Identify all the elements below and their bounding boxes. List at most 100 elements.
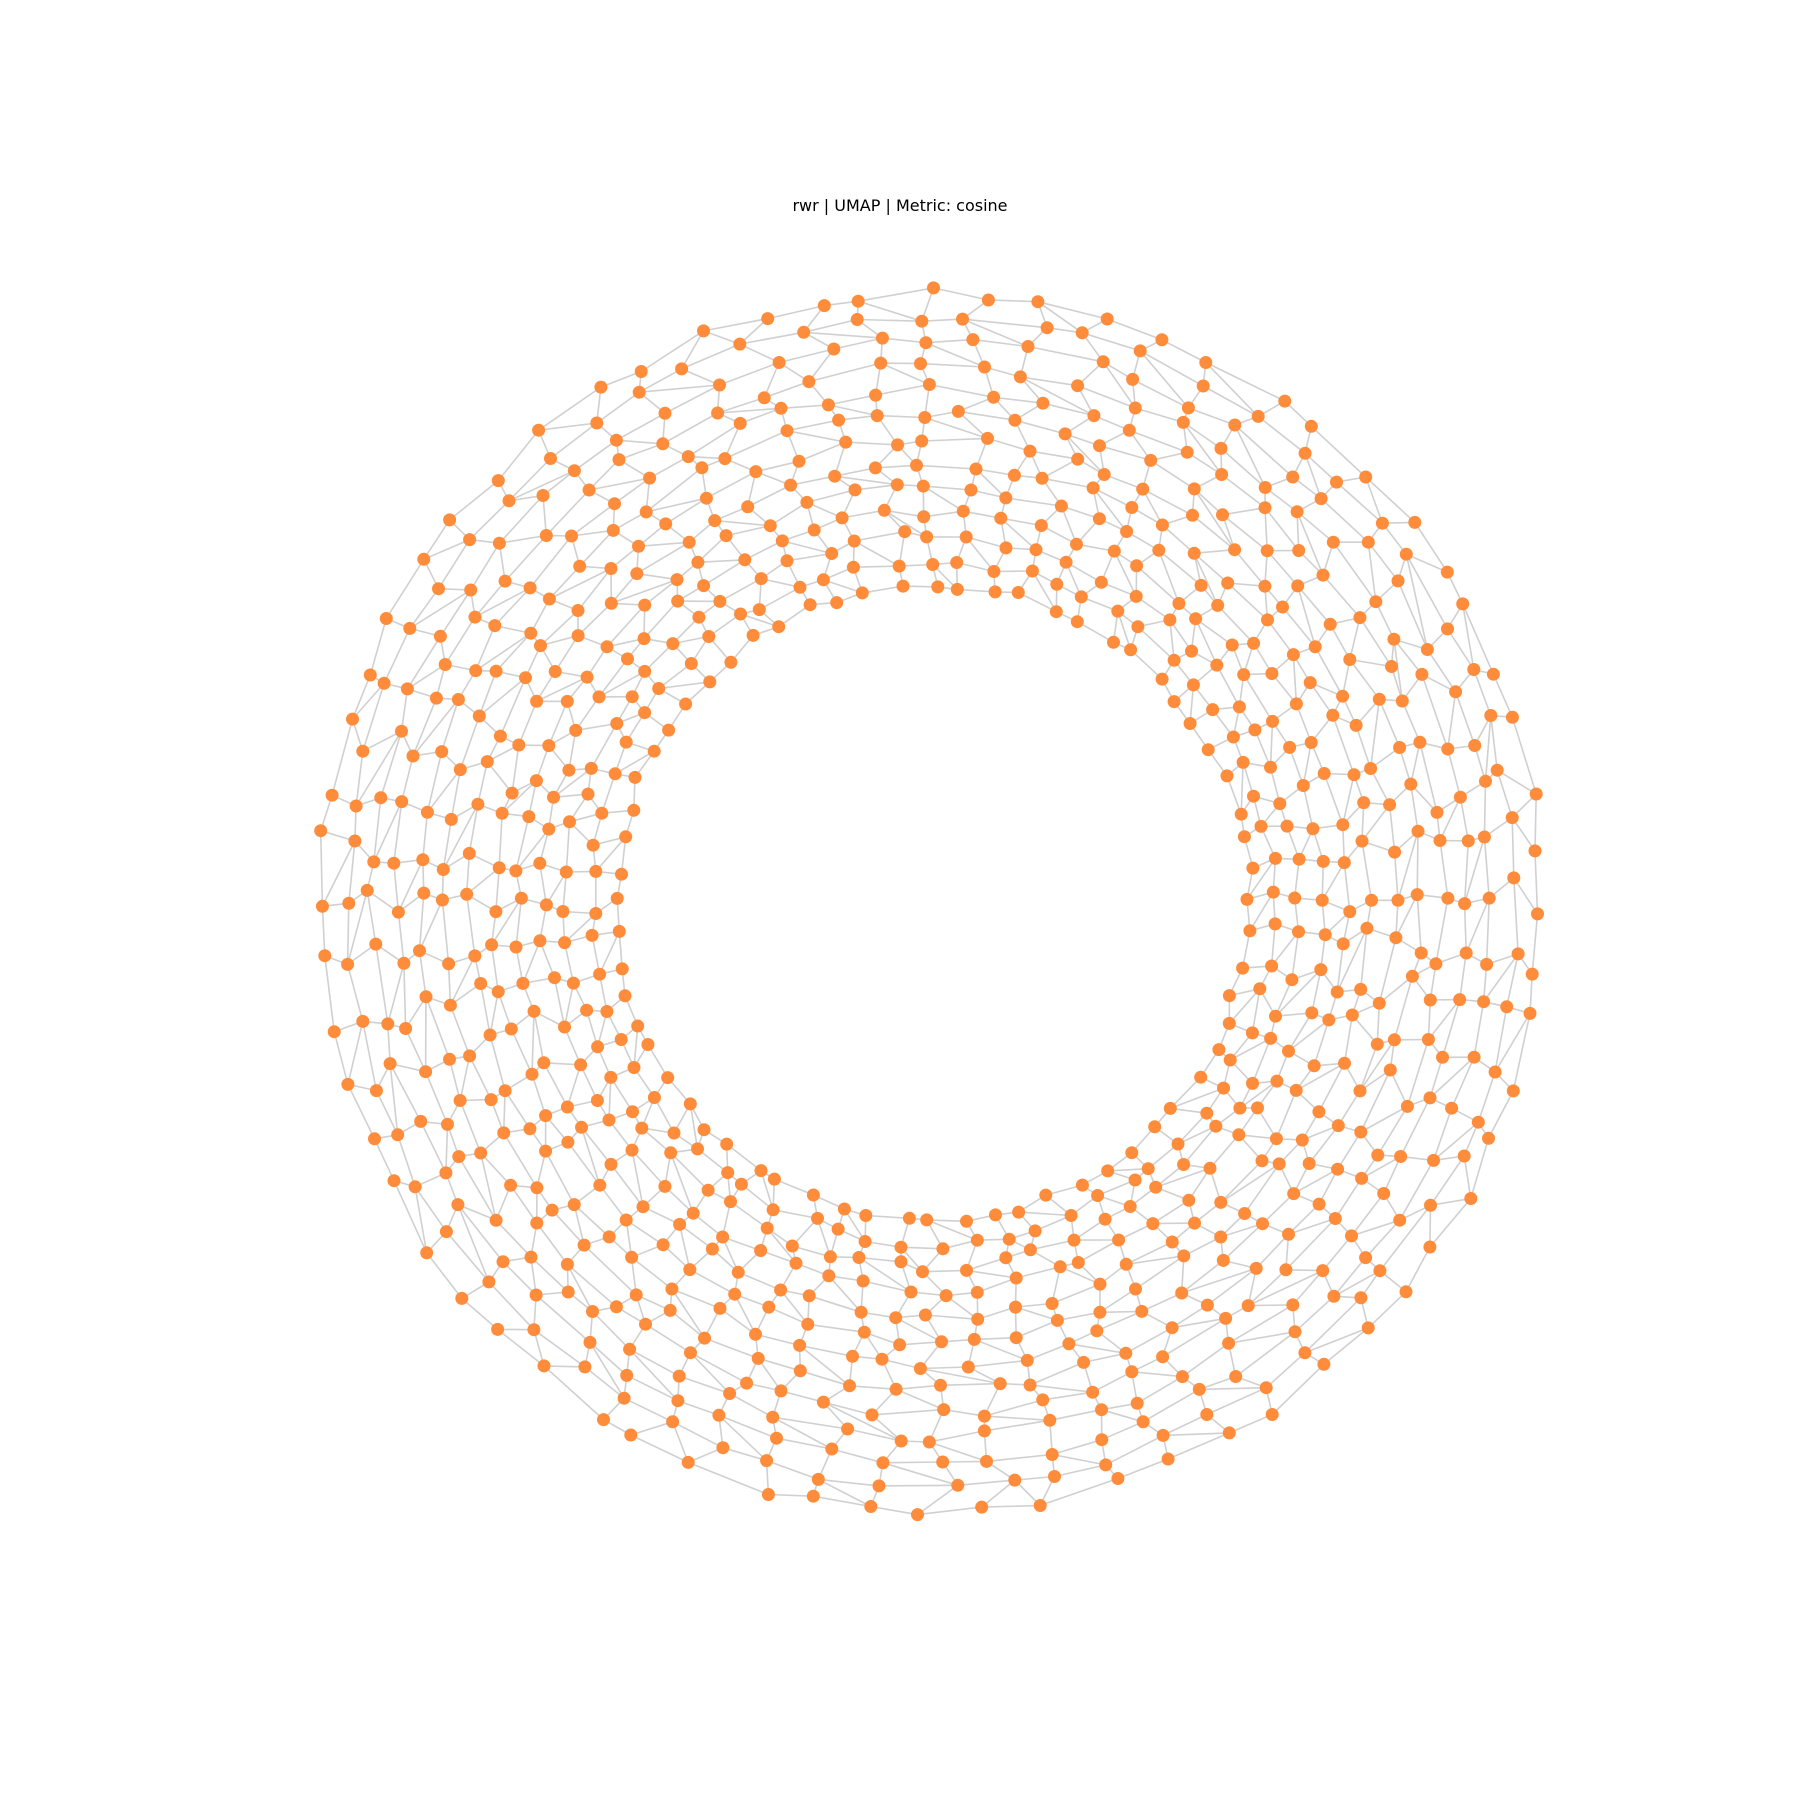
graph-node bbox=[1429, 957, 1443, 971]
graph-node bbox=[1023, 444, 1037, 458]
edge bbox=[331, 718, 354, 796]
graph-node bbox=[1226, 730, 1240, 744]
edge bbox=[1000, 517, 1037, 551]
edge bbox=[1367, 1291, 1407, 1329]
edge bbox=[1051, 1438, 1103, 1456]
graph-node bbox=[627, 1061, 641, 1074]
edge bbox=[1039, 1477, 1119, 1507]
graph-node bbox=[1265, 1408, 1279, 1421]
graph-node bbox=[1388, 845, 1402, 859]
graph-node bbox=[1185, 644, 1198, 658]
graph-node bbox=[766, 1203, 780, 1217]
graph-node bbox=[1260, 544, 1274, 558]
graph-node bbox=[533, 856, 547, 870]
edge bbox=[884, 509, 924, 518]
edge bbox=[1463, 1155, 1472, 1199]
graph-node bbox=[1029, 543, 1043, 557]
edge bbox=[346, 903, 350, 965]
edge bbox=[690, 1351, 747, 1384]
graph-node bbox=[1176, 415, 1190, 429]
edge bbox=[1041, 458, 1079, 480]
edge bbox=[1429, 1155, 1465, 1206]
graph-node bbox=[1330, 985, 1344, 999]
graph-node bbox=[1058, 427, 1072, 441]
graph-node bbox=[1266, 885, 1280, 899]
edge bbox=[1496, 769, 1513, 818]
graph-node bbox=[1268, 851, 1282, 865]
edge bbox=[1034, 1214, 1072, 1232]
edge bbox=[355, 730, 403, 807]
graph-node bbox=[988, 585, 1002, 599]
graph-node bbox=[762, 1300, 776, 1314]
edge bbox=[1117, 1458, 1169, 1480]
graph-node bbox=[1086, 481, 1100, 495]
graph-node bbox=[604, 596, 618, 610]
graph-node bbox=[1240, 892, 1254, 906]
edge bbox=[1169, 1076, 1202, 1109]
edge bbox=[717, 397, 765, 414]
edge bbox=[772, 1416, 848, 1430]
edge bbox=[563, 1026, 582, 1066]
graph-node bbox=[918, 411, 932, 424]
graph-node bbox=[915, 314, 929, 328]
graph-node bbox=[761, 1488, 775, 1501]
graph-node bbox=[1467, 1050, 1481, 1064]
graph-node bbox=[780, 554, 794, 568]
edge bbox=[808, 1295, 862, 1313]
edge bbox=[798, 441, 847, 463]
edge bbox=[1158, 549, 1202, 587]
edge bbox=[1429, 1056, 1475, 1099]
graph-node bbox=[1155, 672, 1169, 686]
graph-node bbox=[1247, 636, 1261, 650]
graph-node bbox=[1077, 1355, 1091, 1369]
edge bbox=[1163, 1432, 1230, 1437]
graph-node bbox=[1141, 1162, 1155, 1176]
edge bbox=[599, 1184, 627, 1221]
edge bbox=[1492, 673, 1514, 718]
graph-node bbox=[807, 523, 821, 537]
graph-node bbox=[1222, 989, 1236, 1003]
graph-node bbox=[495, 806, 509, 820]
graph-node bbox=[1318, 928, 1332, 942]
edge bbox=[1335, 481, 1383, 524]
edge bbox=[1447, 691, 1457, 750]
graph-node bbox=[1206, 703, 1220, 717]
edge bbox=[1419, 742, 1438, 813]
edge bbox=[1308, 1125, 1339, 1164]
edge bbox=[895, 1316, 942, 1343]
edge bbox=[988, 299, 1038, 303]
graph-node bbox=[563, 815, 576, 829]
graph-node bbox=[793, 580, 807, 594]
edge bbox=[563, 942, 575, 984]
edge bbox=[1064, 433, 1105, 476]
graph-node bbox=[1095, 1403, 1108, 1417]
graph-node bbox=[719, 529, 733, 543]
graph-node bbox=[851, 294, 865, 308]
graph-node bbox=[417, 552, 431, 566]
edge bbox=[1041, 477, 1094, 489]
edge bbox=[539, 863, 548, 906]
graph-node bbox=[673, 1217, 687, 1231]
edge bbox=[1435, 898, 1449, 964]
graph-node bbox=[1133, 344, 1147, 358]
graph-node bbox=[848, 483, 862, 497]
edge bbox=[1099, 1310, 1142, 1314]
graph-node bbox=[369, 1084, 383, 1098]
edge bbox=[858, 1256, 912, 1293]
edge bbox=[1182, 421, 1222, 450]
graph-node bbox=[999, 491, 1013, 505]
graph-node bbox=[578, 1360, 592, 1374]
graph-node bbox=[1440, 565, 1454, 579]
graph-node bbox=[1070, 615, 1084, 629]
graph-node bbox=[1036, 1393, 1050, 1407]
graph-node bbox=[792, 454, 806, 468]
graph-node bbox=[1070, 537, 1083, 551]
edge bbox=[1186, 451, 1223, 476]
edge bbox=[984, 1419, 1050, 1432]
edge bbox=[1329, 623, 1351, 660]
graph-node bbox=[981, 431, 994, 445]
edge bbox=[1206, 1267, 1257, 1306]
graph-node bbox=[618, 989, 632, 1003]
edge bbox=[828, 394, 876, 406]
edge bbox=[501, 780, 537, 814]
